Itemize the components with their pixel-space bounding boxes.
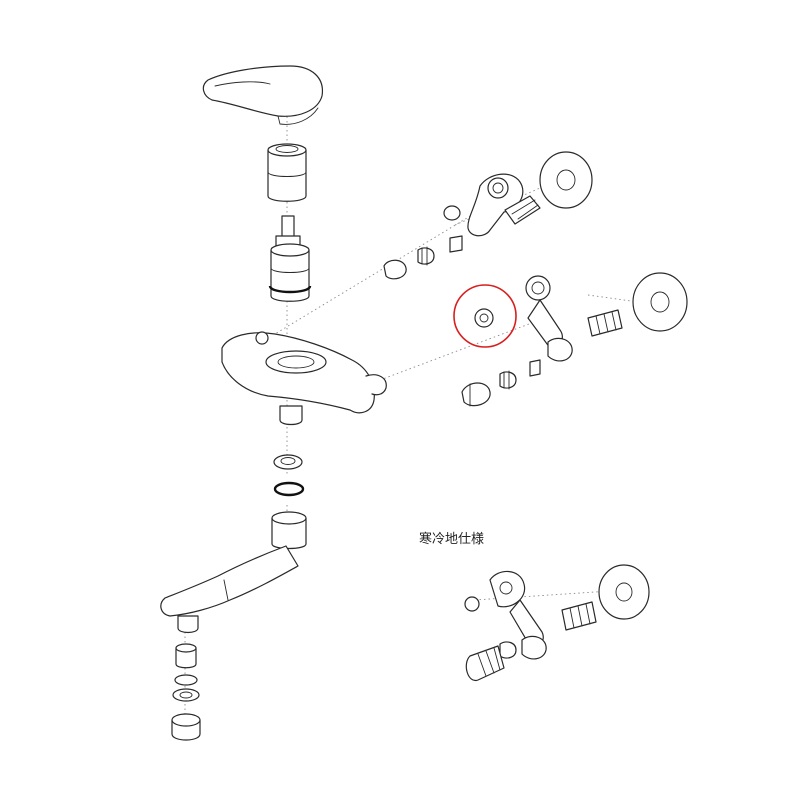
highlight-circle (453, 284, 517, 348)
packing-ring (273, 454, 303, 470)
handle-adapter (267, 143, 307, 202)
spout (160, 511, 307, 634)
assembly-guide-lines (184, 112, 661, 730)
valve-cartridge (268, 215, 312, 302)
upper-pipe-connector (383, 151, 593, 280)
aerator-parts (171, 643, 201, 741)
faucet-body (221, 331, 387, 426)
cold-region-assembly (464, 564, 650, 682)
lower-pipe-connector (461, 272, 688, 407)
highlighted-washer (453, 284, 517, 348)
lever-handle (202, 65, 323, 125)
o-ring (273, 481, 305, 497)
cold-region-spec-label: 寒冷地仕様 (419, 532, 485, 547)
